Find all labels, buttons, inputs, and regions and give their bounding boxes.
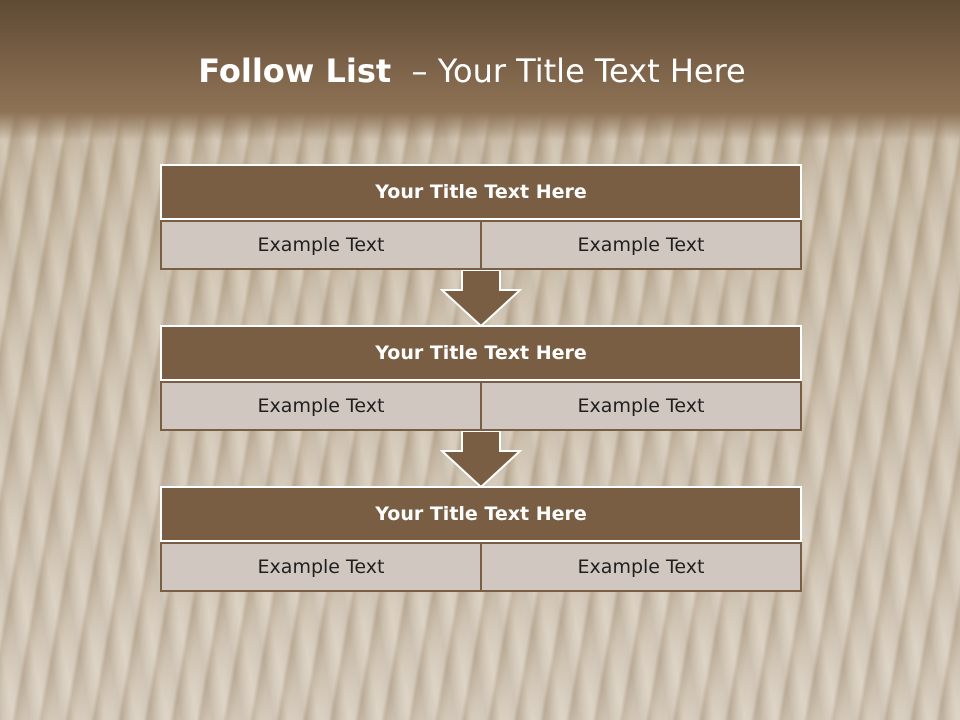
block-row: Example Text Example Text [160,381,802,431]
block-row: Example Text Example Text [160,542,802,592]
page-title: Follow List – Your Title Text Here [0,52,944,90]
list-block-2: Your Title Text Here Example Text Exampl… [160,325,802,431]
block-cell-left: Example Text [160,381,481,431]
block-cell-right: Example Text [481,381,802,431]
down-arrow-icon [440,270,522,328]
block-cell-right: Example Text [481,220,802,270]
list-block-3: Your Title Text Here Example Text Exampl… [160,486,802,592]
page-title-bold: Follow List [198,52,392,90]
page-title-rest: – Your Title Text Here [401,52,746,90]
list-block-1: Your Title Text Here Example Text Exampl… [160,164,802,270]
down-arrow-icon [440,431,522,489]
block-title: Your Title Text Here [160,486,802,542]
block-cell-left: Example Text [160,220,481,270]
block-title: Your Title Text Here [160,325,802,381]
block-row: Example Text Example Text [160,220,802,270]
header-band [0,0,960,140]
block-cell-left: Example Text [160,542,481,592]
block-cell-right: Example Text [481,542,802,592]
block-title: Your Title Text Here [160,164,802,220]
